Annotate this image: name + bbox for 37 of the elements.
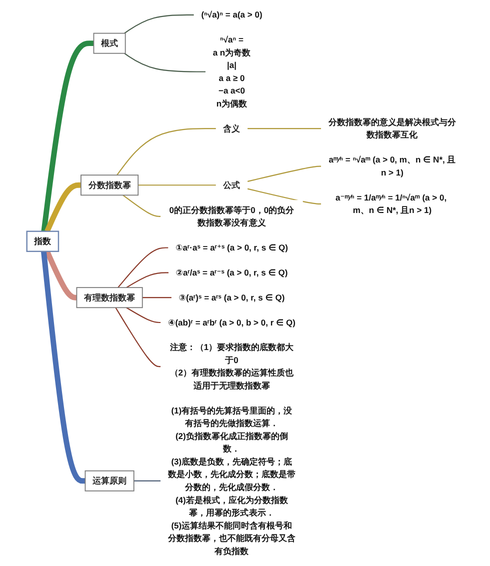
connector [247, 188, 321, 205]
connector [44, 182, 82, 232]
connector [115, 307, 160, 368]
node-box: 运算原则 [84, 470, 134, 492]
connector [41, 40, 94, 232]
connector [122, 194, 160, 217]
connector [247, 166, 321, 182]
node-box: 分数指数幂 [80, 174, 138, 196]
node-text: a⁻ᵐ⁄ⁿ = 1/aᵐ⁄ⁿ = 1/ⁿ√aᵐ (a > 0, m、n ∈ N*, 且n > 1) [335, 192, 446, 215]
node-text: 含义 [223, 123, 240, 134]
node-text: 0的正分数指数幂等于0，0的负分数指数幂没有意义 [169, 204, 294, 228]
node-text: (1)有括号的先算括号里面的，没有括号的先做指数运算． (2)负指数幂化成正指数幂的倒数． (3)底数是负数，先确定符号；底数是小数，先化成分数；底数是带分数的，先化成假分数． (4)若是根式，应化为分数指数幂，用幂的形式表示． (5)运算结果不能同时含有根号和分数指数幂，也不能既有分母又含有负指数 [168, 405, 296, 556]
connector [40, 251, 86, 484]
connector [126, 272, 168, 288]
node-box: 有理数指数幂 [76, 287, 143, 308]
node-text: ③(aʳ)ˢ = aʳˢ (a > 0, r, s ∈ Q) [178, 292, 285, 302]
node-text: aᵐ⁄ⁿ = ⁿ√aᵐ (a > 0, m、n ∈ N*, 且n > 1) [328, 154, 456, 178]
connector [44, 250, 78, 300]
connector [247, 128, 321, 130]
node-text: 公式 [223, 180, 240, 190]
node-text: 注意：（1）要求指数的底数都大于0 （2）有理数指数幂的运算性质也适用于无理数指数幂 [170, 342, 294, 390]
connector [134, 480, 160, 482]
connector [124, 14, 194, 34]
node-text: 分数指数幂的意义是解决根式与分数指数幂互化 [328, 117, 456, 140]
connector [117, 247, 168, 288]
connector [142, 297, 172, 298]
node-box: 根式 [93, 32, 126, 54]
node-text: ②aʳ/aˢ = aʳ⁻ˢ (a > 0, r, s ∈ Q) [176, 268, 288, 278]
connector [116, 128, 216, 176]
node-text: ④(ab)ʳ = aʳbʳ (a > 0, b > 0, r ∈ Q) [168, 317, 296, 328]
node-text: ①aʳ·aˢ = aʳ⁺ˢ (a > 0, r, s ∈ Q) [175, 242, 288, 252]
connector [124, 52, 206, 72]
node-box: 指数 [26, 230, 59, 252]
connector [138, 184, 216, 186]
node-text: ⁿ√aⁿ = a n为奇数 |a| a a ≥ 0 −a a<0 n为偶数 [212, 34, 251, 108]
connector [126, 307, 161, 324]
node-text: (ⁿ√a)ⁿ = a(a > 0) [201, 10, 262, 20]
